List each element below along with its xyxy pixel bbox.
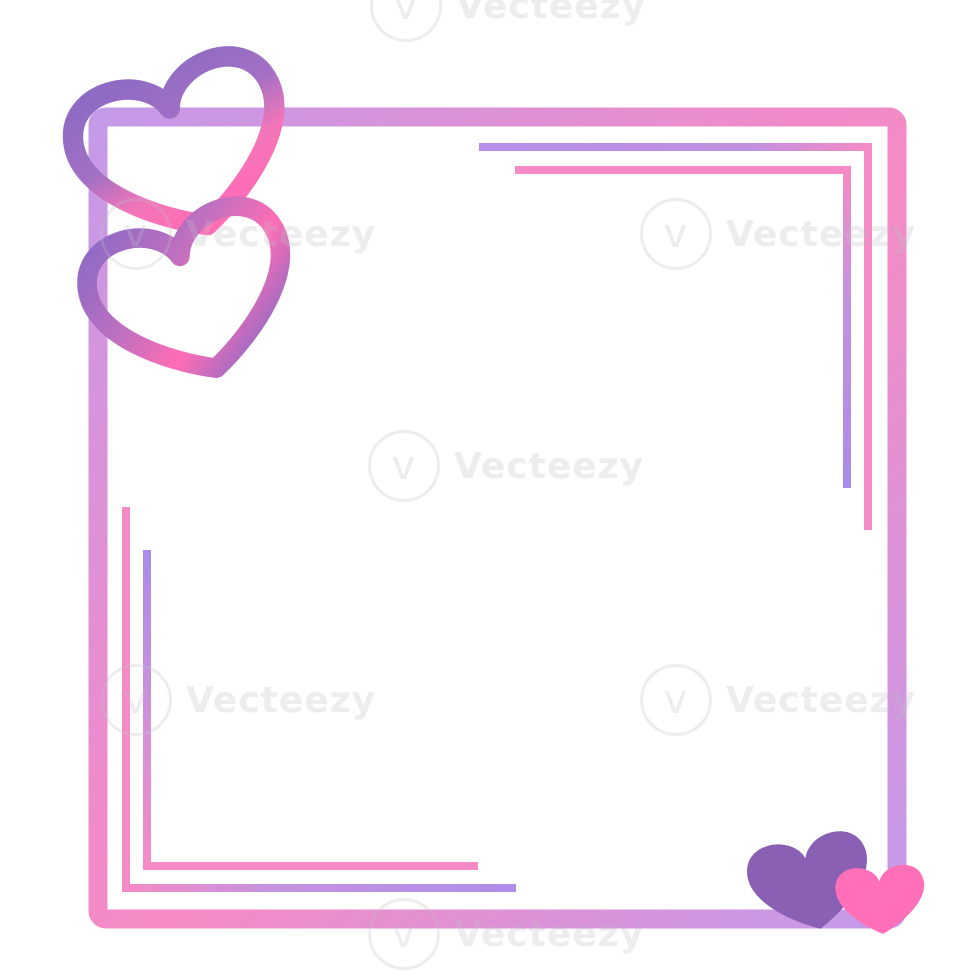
heart-icon bbox=[835, 864, 925, 934]
heart-icon bbox=[747, 831, 867, 929]
filled-hearts-bottom-right bbox=[747, 831, 925, 934]
corner-line-outer bbox=[479, 143, 872, 530]
corner-lines-bottom-left bbox=[122, 507, 516, 892]
corner-line-outer bbox=[122, 507, 516, 892]
corner-lines-top-right bbox=[479, 143, 872, 530]
outer-frame bbox=[88, 107, 907, 929]
corner-line-inner bbox=[515, 166, 851, 488]
corner-line-inner bbox=[143, 550, 478, 870]
outline-hearts-top-left bbox=[63, 46, 291, 379]
heart-outline-icon bbox=[77, 196, 291, 379]
